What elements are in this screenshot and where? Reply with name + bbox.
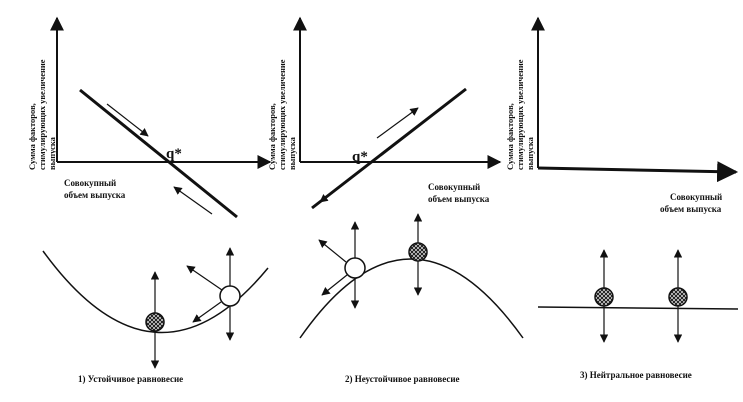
panel-1-ball-slope <box>219 285 241 307</box>
panel-3-y-axis-label: Сумма факторов, стимулирующих увеличение… <box>505 57 535 170</box>
panel-2-unstable: Сумма факторов, стимулирующих увеличение… <box>267 16 524 384</box>
panel-1-slope-arrow-left <box>186 265 223 291</box>
panel-1-arrow-up <box>173 186 213 215</box>
panel-2-x-axis-label: Совокупный объем выпуска <box>428 182 490 204</box>
panel-2-arrow-down <box>319 177 352 203</box>
panel-3-x-axis <box>537 161 739 183</box>
panel-1-slope-arrow-diag <box>192 301 222 323</box>
panel-2-slope-arrow-diag <box>321 274 348 296</box>
panel-1-caption: 1) Устойчивое равновесие <box>78 374 183 384</box>
panel-2-y-axis-label: Сумма факторов, стимулирующих увеличение… <box>267 57 297 170</box>
panel-1-ball-bottom <box>145 312 165 332</box>
panel-1-arrow-down <box>106 103 149 137</box>
panel-3-x-axis-label: Совокупный объем выпуска <box>660 192 724 214</box>
panel-1-x-axis-label: Совокупный объем выпуска <box>64 178 126 200</box>
panel-3-caption: 3) Нейтральное равновесие <box>580 370 692 380</box>
panel-1-equilibrium-label: q* <box>166 146 182 162</box>
panel-3-ball-left <box>594 287 614 307</box>
panel-3-ball-right <box>668 287 688 307</box>
panel-1-demand-line <box>79 88 238 219</box>
panel-2-equilibrium-label: q* <box>352 149 368 165</box>
panel-2-hill-curve <box>299 258 524 339</box>
panel-3-flat-surface <box>537 306 739 310</box>
panel-2-ball-top <box>408 242 428 262</box>
panel-1-y-axis-label: Сумма факторов, стимулирующих увеличение… <box>27 57 57 170</box>
panel-2-arrow-up <box>376 107 419 139</box>
panel-2-slope-arrow-left <box>318 239 347 263</box>
panel-1-stable: Сумма факторов, стимулирующих увеличение… <box>27 16 272 384</box>
panel-3-neutral: Сумма факторов, стимулирующих увеличение… <box>505 16 739 380</box>
panel-2-caption: 2) Неустойчивое равновесие <box>345 374 460 384</box>
panel-2-ball-slope <box>344 257 366 279</box>
